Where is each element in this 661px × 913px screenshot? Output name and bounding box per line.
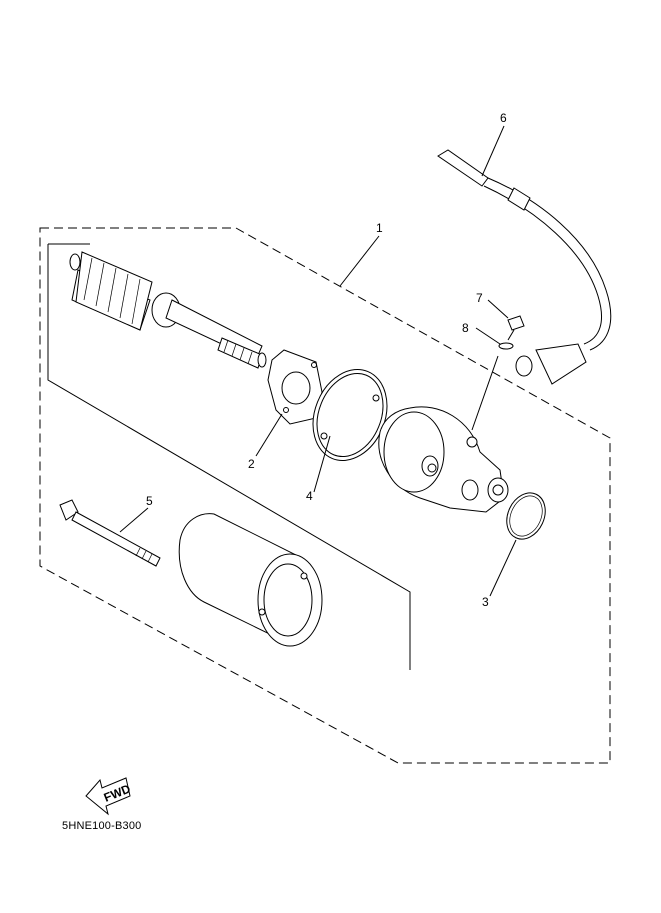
cable-lead (437, 149, 612, 385)
callout-7: 7 (476, 291, 483, 305)
screw (507, 315, 525, 341)
brush-plate (267, 349, 323, 425)
armature (69, 251, 267, 369)
callout-5: 5 (146, 494, 153, 508)
callout-6: 6 (500, 111, 507, 125)
callout-2: 2 (248, 457, 255, 471)
assembly-boundary (39, 227, 611, 764)
drawing-code: 5HNE100-B300 (62, 820, 142, 832)
gasket-ring (312, 368, 388, 462)
callout-3: 3 (482, 595, 489, 609)
through-bolt (59, 499, 161, 567)
yoke-housing (178, 513, 323, 647)
inner-frame (47, 244, 411, 670)
fwd-arrow-icon: FWD (85, 777, 133, 816)
callout-1: 1 (376, 221, 383, 235)
lock-washer (498, 342, 514, 350)
o-ring (506, 492, 546, 540)
front-cover (378, 406, 509, 513)
leader-lines (119, 125, 517, 597)
callout-8: 8 (462, 321, 469, 335)
callout-4: 4 (306, 489, 313, 503)
